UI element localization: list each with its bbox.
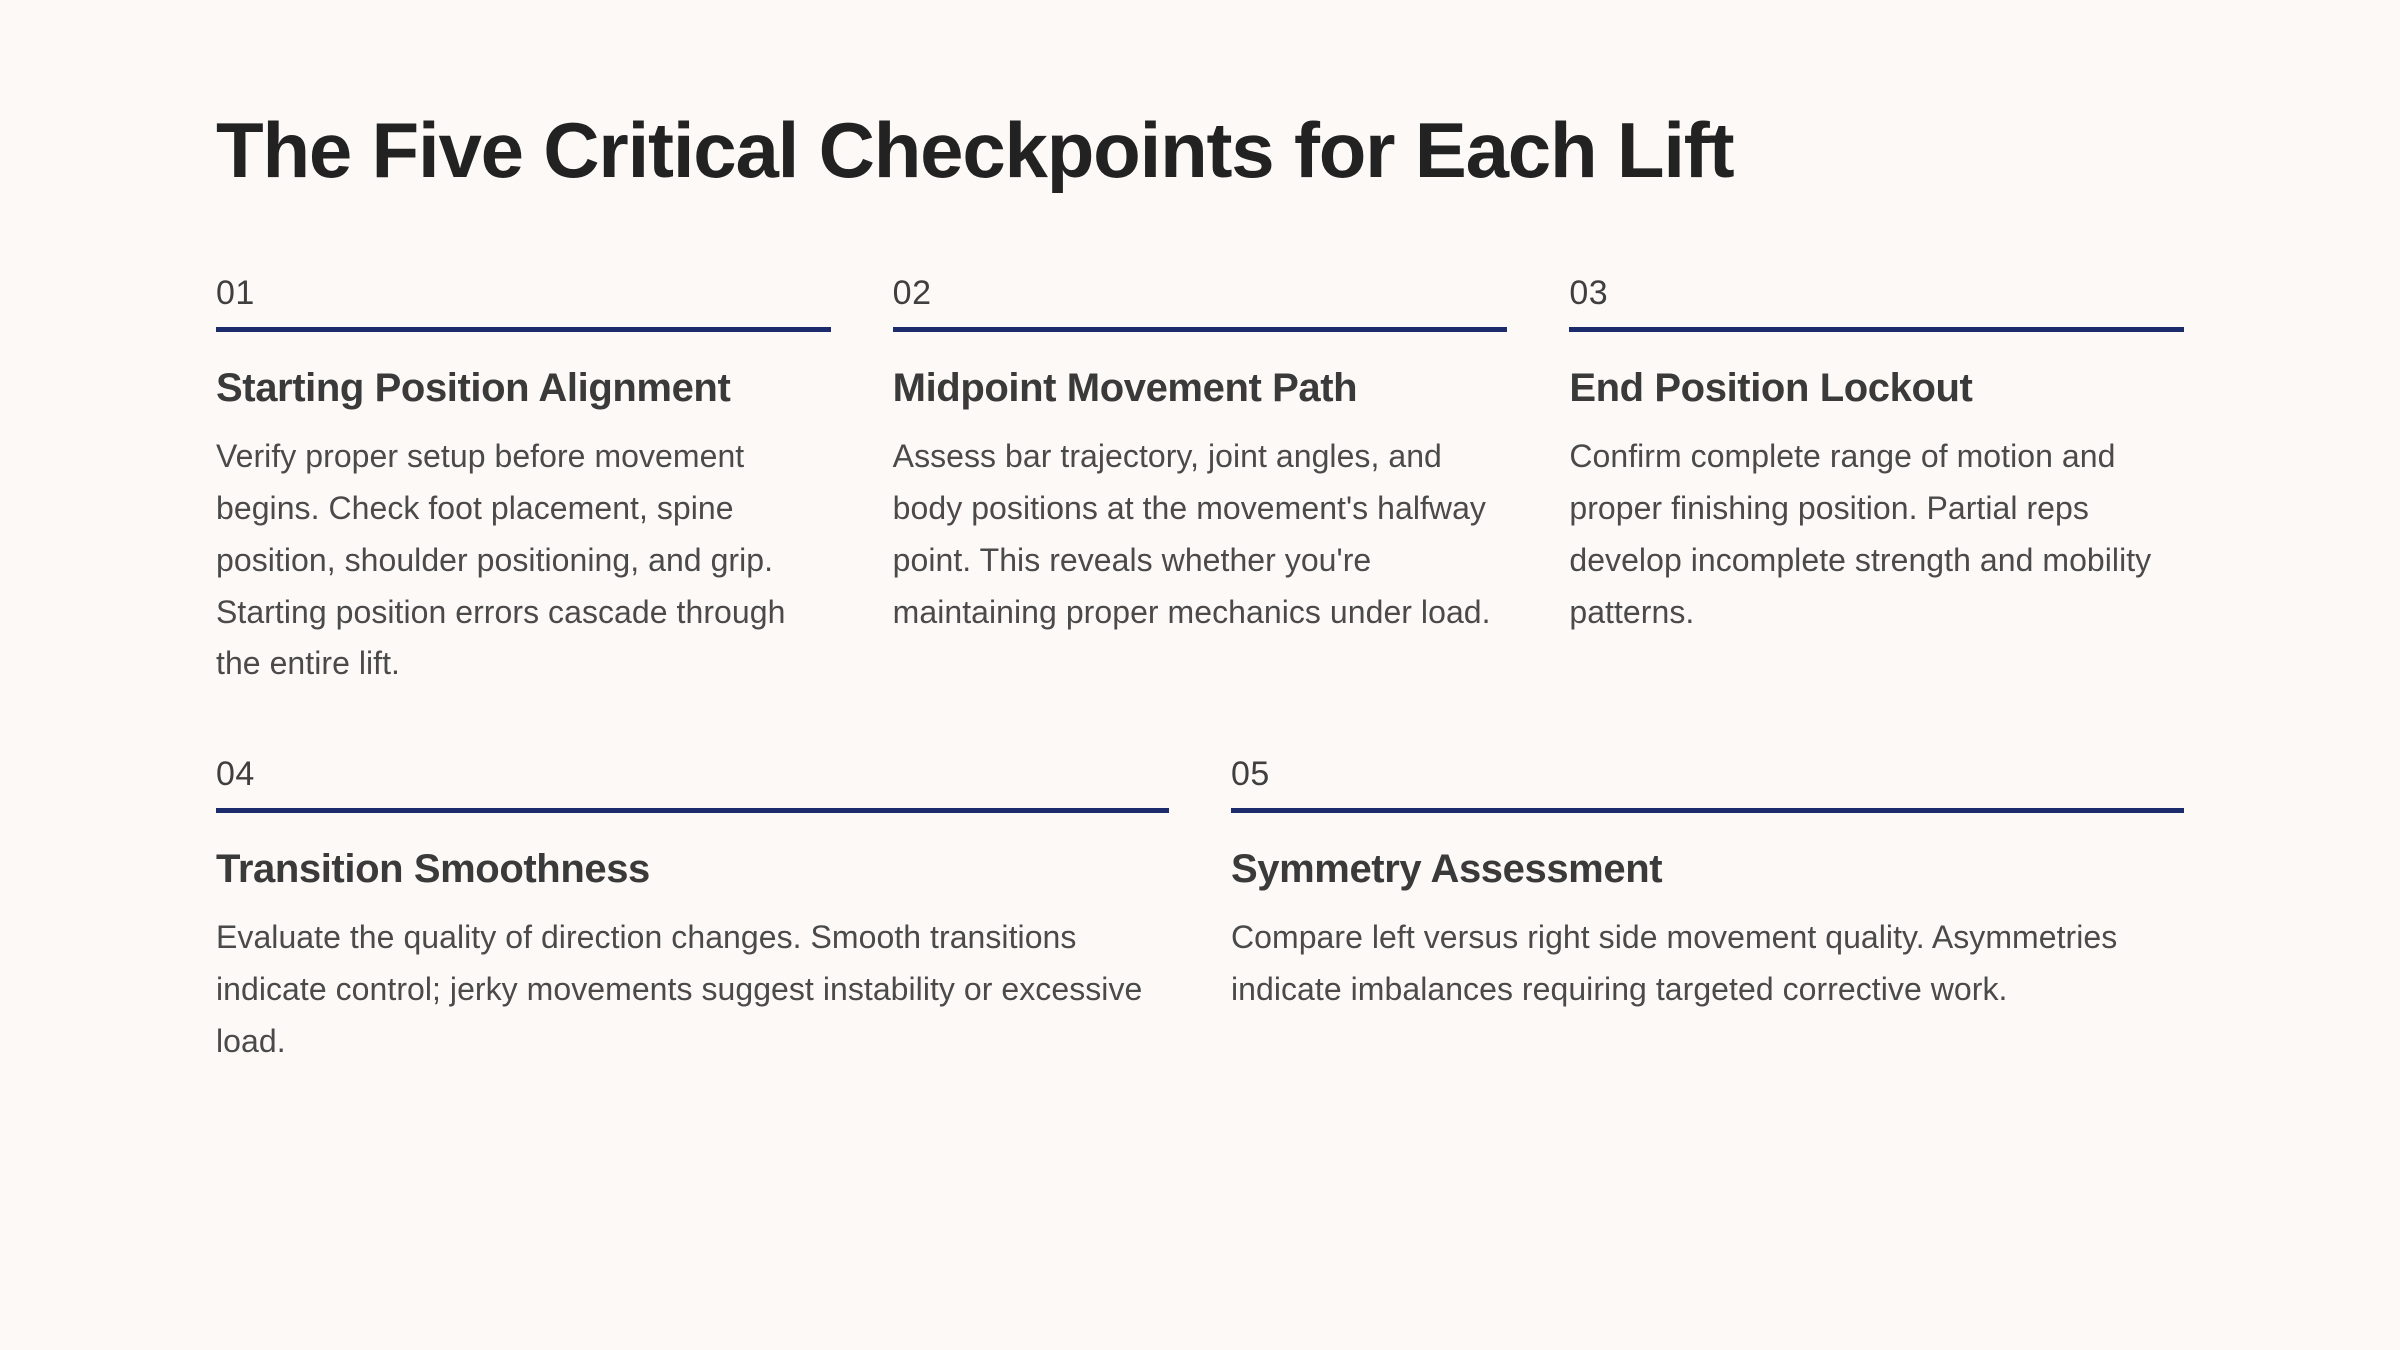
checkpoint-body-05: Compare left versus right side movement … xyxy=(1231,918,2118,1007)
checkpoint-body-04: Evaluate the quality of direction change… xyxy=(216,918,1143,1059)
page-title: The Five Critical Checkpoints for Each L… xyxy=(216,106,1735,194)
checkpoint-title-02: Midpoint Movement Path xyxy=(892,366,1358,411)
checkpoint-number-03: 03 xyxy=(1569,274,1609,313)
checkpoint-body-03: Confirm complete range of motion and pro… xyxy=(1569,438,2152,630)
checkpoint-rule-03 xyxy=(1569,327,2185,333)
checkpoint-number-01: 01 xyxy=(216,274,255,313)
checkpoint-row-top: 01 Starting Position Alignment Verify pr… xyxy=(216,274,2185,690)
checkpoint-title-01: Starting Position Alignment xyxy=(216,366,731,411)
checkpoint-rule-05 xyxy=(1231,808,2184,814)
checkpoint-title-03: End Position Lockout xyxy=(1569,366,1973,411)
checkpoint-body-02: Assess bar trajectory, joint angles, and… xyxy=(892,438,1491,630)
checkpoint-number-02: 02 xyxy=(892,274,932,313)
checkpoint-card-04: 04 Transition Smoothness Evaluate the qu… xyxy=(216,757,1169,1067)
checkpoint-grid: 01 Starting Position Alignment Verify pr… xyxy=(216,274,2185,1067)
checkpoint-card-01: 01 Starting Position Alignment Verify pr… xyxy=(216,276,831,690)
checkpoint-card-03: 03 End Position Lockout Confirm complete… xyxy=(1569,274,2185,690)
checkpoint-rule-02 xyxy=(892,327,1508,333)
checkpoint-body-01: Verify proper setup before movement begi… xyxy=(216,438,786,682)
checkpoint-rule-04 xyxy=(216,808,1169,814)
checkpoint-title-04: Transition Smoothness xyxy=(216,847,650,892)
checkpoint-title-05: Symmetry Assessment xyxy=(1231,847,1663,892)
checkpoint-rule-01 xyxy=(216,327,831,333)
checkpoint-card-05: 05 Symmetry Assessment Compare left vers… xyxy=(1231,757,2184,1067)
checkpoint-row-bottom: 04 Transition Smoothness Evaluate the qu… xyxy=(216,757,2184,1067)
checkpoint-card-02: 02 Midpoint Movement Path Assess bar tra… xyxy=(892,274,1508,690)
checkpoint-number-05: 05 xyxy=(1231,755,1270,794)
checkpoint-number-04: 04 xyxy=(216,755,255,794)
